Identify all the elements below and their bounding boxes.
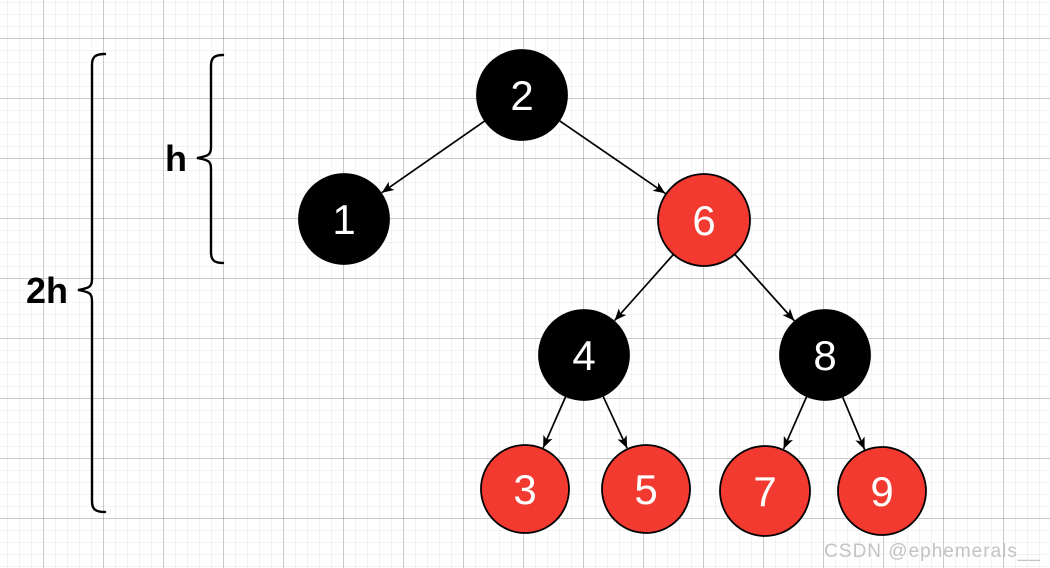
tree-node-label-6: 6 bbox=[692, 197, 715, 244]
tree-edge-8-7 bbox=[782, 394, 809, 450]
tree-edge-4-5 bbox=[601, 394, 628, 449]
height-braces: 2h h bbox=[26, 52, 225, 514]
brace-h bbox=[196, 53, 225, 265]
tree-node-1: 1 bbox=[298, 173, 390, 265]
tree-edge-6-4 bbox=[613, 253, 675, 322]
tree-edge-2-1 bbox=[381, 119, 487, 194]
tree-node-label-9: 9 bbox=[870, 468, 893, 515]
tree-node-5: 5 bbox=[601, 444, 691, 534]
tree-edge-6-8 bbox=[733, 252, 795, 322]
brace-2h bbox=[77, 52, 107, 514]
tree-node-3: 3 bbox=[480, 444, 570, 534]
tree-node-8: 8 bbox=[779, 309, 871, 401]
tree-edge-8-9 bbox=[841, 395, 866, 450]
tree-node-7: 7 bbox=[719, 445, 811, 537]
tree-nodes: 2 1 6 4 8 3 5 7 9 bbox=[298, 49, 927, 537]
tree-node-label-7: 7 bbox=[753, 468, 776, 515]
tree-edges bbox=[381, 119, 866, 450]
brace-label-2h: 2h bbox=[26, 270, 68, 311]
tree-edge-4-3 bbox=[542, 394, 568, 449]
tree-node-9: 9 bbox=[837, 446, 927, 536]
tree-node-label-8: 8 bbox=[813, 332, 836, 379]
tree-edge-2-6 bbox=[557, 119, 666, 195]
watermark: CSDN @ephemerals__ bbox=[824, 541, 1041, 562]
tree-node-label-5: 5 bbox=[634, 466, 657, 513]
tree-node-label-3: 3 bbox=[513, 466, 536, 513]
tree-node-label-1: 1 bbox=[332, 196, 355, 243]
tree-node-label-4: 4 bbox=[572, 332, 595, 379]
tree-node-6: 6 bbox=[657, 173, 751, 267]
tree-node-4: 4 bbox=[538, 309, 630, 401]
brace-label-h: h bbox=[165, 138, 187, 179]
tree-node-label-2: 2 bbox=[510, 72, 533, 119]
tree-node-2: 2 bbox=[476, 49, 568, 141]
